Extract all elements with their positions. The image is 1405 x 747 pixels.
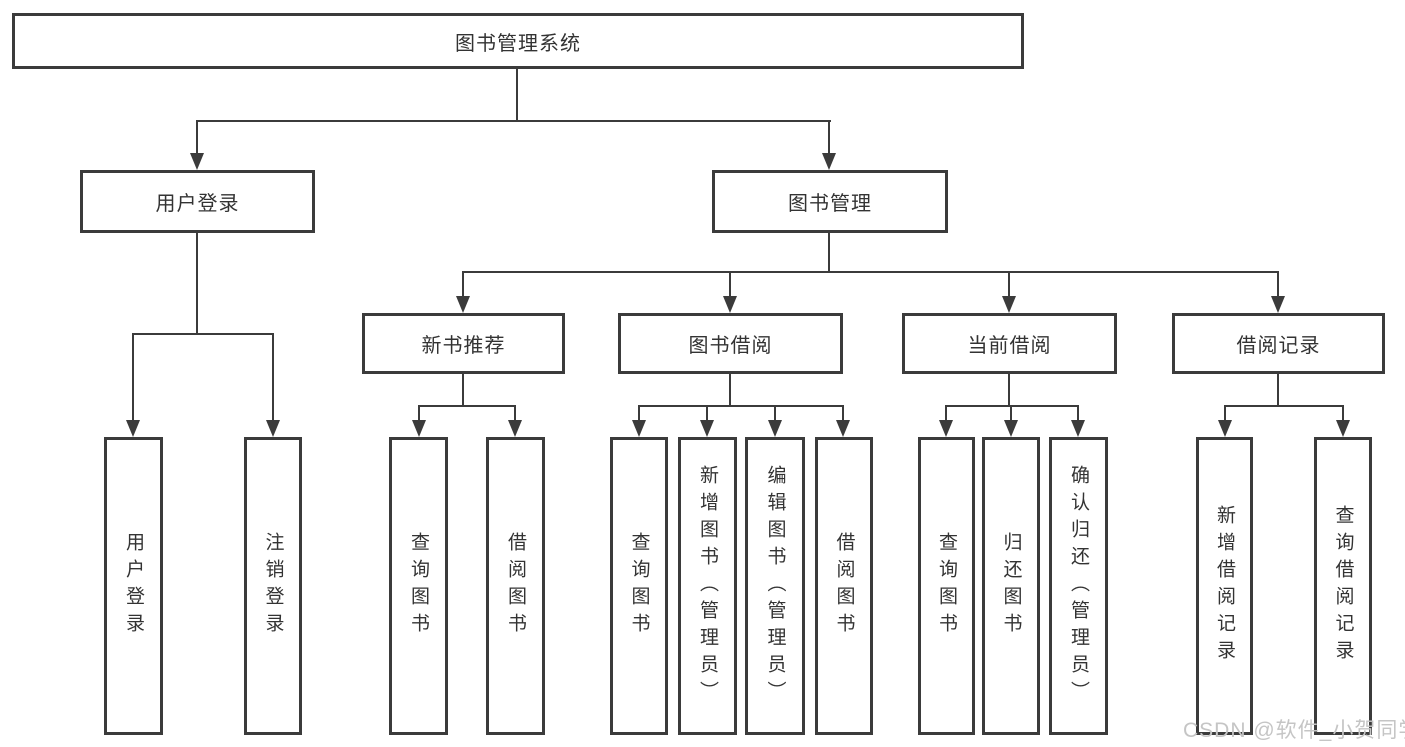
connector-line	[828, 233, 830, 273]
connector-line	[1277, 374, 1279, 407]
connector-line	[1008, 271, 1010, 300]
arrowhead	[822, 153, 836, 170]
connector-line	[516, 69, 518, 122]
leaf-edit-books-admin: 编辑图书（管理员）	[745, 437, 805, 735]
arrowhead	[456, 296, 470, 313]
connector-line	[272, 333, 274, 421]
arrowhead	[1002, 296, 1016, 313]
arrowhead	[939, 420, 953, 437]
leaf-label: 新增图书（管理员）	[697, 464, 718, 708]
leaf-query-borrow-record: 查询借阅记录	[1314, 437, 1372, 735]
node-new-book-recommend: 新书推荐	[362, 313, 565, 374]
node-label: 图书借阅	[688, 335, 773, 357]
leaf-label: 注销登录	[262, 532, 284, 640]
leaf-add-borrow-record: 新增借阅记录	[1196, 437, 1253, 735]
arrowhead	[126, 420, 140, 437]
connector-line	[1010, 405, 1012, 423]
leaf-label: 确认归还（管理员）	[1068, 464, 1089, 708]
arrowhead	[1004, 420, 1018, 437]
node-label: 当前借阅	[967, 335, 1052, 357]
leaf-add-books-admin: 新增图书（管理员）	[678, 437, 737, 735]
arrowhead	[1218, 420, 1232, 437]
node-book-management: 图书管理	[712, 170, 948, 233]
leaf-query-books-borrow: 查询图书	[610, 437, 668, 735]
connector-line	[196, 120, 831, 122]
leaf-borrow-books-recommend: 借阅图书	[486, 437, 545, 735]
leaf-query-books-recommend: 查询图书	[389, 437, 448, 735]
arrowhead	[723, 296, 737, 313]
arrowhead	[508, 420, 522, 437]
arrowhead	[632, 420, 646, 437]
node-label: 用户登录	[155, 193, 240, 215]
connector-line	[462, 374, 464, 407]
connector-line	[774, 405, 776, 423]
leaf-label: 查询图书	[408, 532, 429, 640]
node-label: 图书管理系统	[455, 32, 581, 55]
leaf-label: 新增借阅记录	[1214, 505, 1235, 667]
arrowhead	[190, 153, 204, 170]
leaf-user-login: 用户登录	[104, 437, 163, 735]
connector-line	[1224, 405, 1226, 423]
leaf-label: 借阅图书	[505, 532, 526, 640]
leaf-return-books: 归还图书	[982, 437, 1040, 735]
connector-line	[196, 233, 198, 335]
connector-line	[1342, 405, 1344, 423]
connector-line	[638, 405, 844, 407]
connector-line	[706, 405, 708, 423]
connector-line	[945, 405, 1079, 407]
leaf-label: 用户登录	[123, 532, 144, 640]
arrowhead	[1336, 420, 1350, 437]
arrowhead	[768, 420, 782, 437]
arrowhead	[266, 420, 280, 437]
leaf-logout: 注销登录	[244, 437, 302, 735]
connector-line	[729, 271, 731, 300]
arrowhead	[1071, 420, 1085, 437]
node-label: 借阅记录	[1236, 335, 1321, 357]
connector-line	[638, 405, 640, 423]
connector-line	[729, 374, 731, 407]
leaf-label: 借阅图书	[833, 532, 855, 640]
connector-line	[842, 405, 844, 423]
leaf-query-books-current: 查询图书	[918, 437, 975, 735]
leaf-label: 查询图书	[628, 532, 650, 640]
connector-line	[196, 120, 198, 157]
connector-line	[418, 405, 516, 407]
node-current-borrow: 当前借阅	[902, 313, 1117, 374]
leaf-confirm-return-admin: 确认归还（管理员）	[1049, 437, 1108, 735]
node-root-library-system: 图书管理系统	[12, 13, 1024, 69]
arrowhead	[700, 420, 714, 437]
node-borrow-records: 借阅记录	[1172, 313, 1385, 374]
node-label: 图书管理	[788, 193, 872, 215]
leaf-label: 查询借阅记录	[1332, 505, 1354, 667]
connector-line	[462, 271, 1279, 273]
connector-line	[945, 405, 947, 423]
leaf-label: 查询图书	[936, 532, 957, 640]
connector-line	[514, 405, 516, 423]
arrowhead	[1271, 296, 1285, 313]
connector-line	[132, 333, 274, 335]
leaf-label: 归还图书	[1000, 532, 1022, 640]
connector-line	[418, 405, 420, 423]
connector-line	[1277, 271, 1279, 300]
leaf-label: 编辑图书（管理员）	[764, 464, 786, 708]
connector-line	[1077, 405, 1079, 423]
arrowhead	[836, 420, 850, 437]
connector-line	[132, 333, 134, 421]
arrowhead	[412, 420, 426, 437]
connector-line	[828, 120, 830, 157]
connector-line	[1008, 374, 1010, 407]
leaf-borrow-books: 借阅图书	[815, 437, 873, 735]
connector-line	[462, 271, 464, 300]
connector-line	[1224, 405, 1344, 407]
node-book-borrow: 图书借阅	[618, 313, 843, 374]
node-label: 新书推荐	[421, 335, 506, 357]
node-user-login: 用户登录	[80, 170, 315, 233]
csdn-watermark: CSDN @软件_小贺同学	[1183, 719, 1405, 742]
